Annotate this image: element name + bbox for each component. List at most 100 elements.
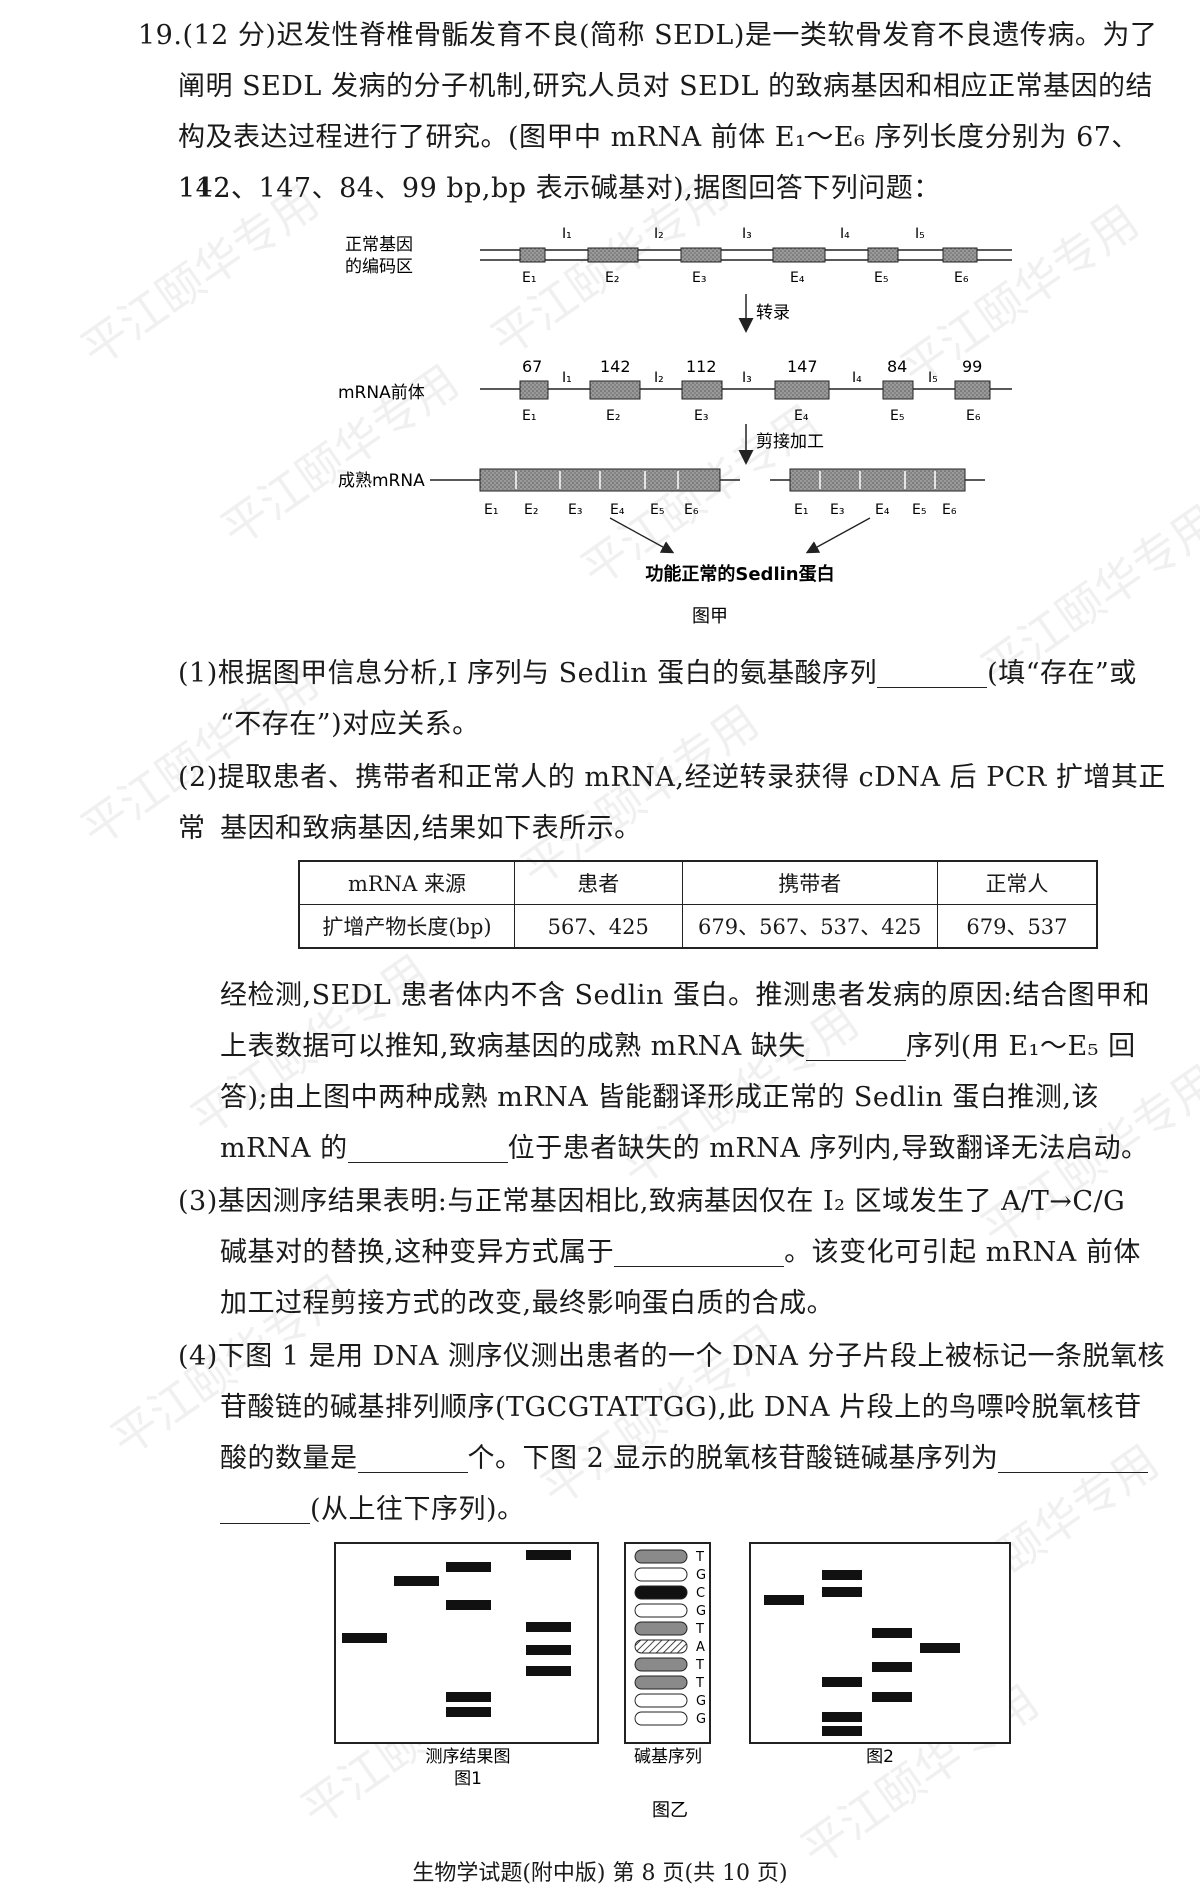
q3-line-2: 碱基对的替换,这种变异方式属于。该变化可引起 mRNA 前体 xyxy=(220,1227,1178,1278)
exon-box xyxy=(589,380,641,400)
q3-line-1: (3)基因测序结果表明:与正常基因相比,致病基因仅在 I₂ 区域发生了 A/T→… xyxy=(178,1186,1126,1217)
q4-line-2: 苷酸链的碱基排列顺序(TGCGTATTGG),此 DNA 片段上的鸟嘌呤脱氧核苷 xyxy=(220,1392,1142,1423)
protein-label: 功能正常的Sedlin蛋白 xyxy=(645,563,834,585)
q2-after-line-4: mRNA 的位于患者缺失的 mRNA 序列内,导致翻译无法启动。 xyxy=(220,1123,1178,1174)
exon-label: E₂ xyxy=(605,270,619,286)
fig1-label: 图1 xyxy=(454,1769,482,1789)
q1-line-1: (1)根据图甲信息分析,I 序列与 Sedlin 蛋白的氨基酸序列(填“存在”或 xyxy=(178,648,1178,699)
answer-blank[interactable] xyxy=(347,1130,508,1163)
pre-mrna-label: mRNA前体 xyxy=(338,383,425,403)
intron-label: I₁ xyxy=(562,226,572,242)
exon-label: E₄ xyxy=(875,502,890,518)
answer-blank[interactable] xyxy=(220,1491,310,1524)
exon-box xyxy=(519,247,546,263)
exon-length: 99 xyxy=(962,357,982,376)
answer-blank[interactable] xyxy=(877,655,988,688)
mature-mrna-right xyxy=(789,468,966,492)
exon-length: 112 xyxy=(686,357,717,376)
exon-label: E₂ xyxy=(606,408,620,424)
exon-label: E₄ xyxy=(794,408,809,424)
exon-box xyxy=(867,247,899,263)
base-letter: C xyxy=(696,1586,705,1601)
exon-label: E₄ xyxy=(610,502,625,518)
exon-label: E₁ xyxy=(522,270,536,286)
base-letter: T xyxy=(695,1550,704,1565)
exon-length: 84 xyxy=(887,357,907,376)
gel-band xyxy=(822,1726,862,1736)
table-header-cell: 携带者 xyxy=(681,860,938,905)
gel-band xyxy=(526,1550,571,1560)
gel-band xyxy=(526,1622,571,1632)
q2-line-1: (2)提取患者、携带者和正常人的 mRNA,经逆转录获得 cDNA 后 PCR … xyxy=(178,762,1166,844)
answer-blank[interactable] xyxy=(357,1440,468,1473)
gel-band xyxy=(764,1595,804,1605)
exon-box xyxy=(587,247,639,263)
exon-box xyxy=(774,380,830,400)
exon-label: E₆ xyxy=(966,408,981,424)
intron-label: I₄ xyxy=(840,226,850,242)
figure-jia: 正常基因 的编码区 I₁ I₂ I₃ I₄ I₅ E₁ E₂ E₃ E₄ E₅ … xyxy=(338,226,1012,627)
base-capsule xyxy=(634,1621,688,1636)
gel-band xyxy=(394,1576,439,1586)
question-line-2: 阐明 SEDL 发病的分子机制,研究人员对 SEDL 的致病基因和相应正常基因的… xyxy=(178,71,1153,102)
base-capsule xyxy=(634,1711,688,1726)
table-cell: 679、537 xyxy=(936,904,1098,949)
base-capsule xyxy=(634,1549,688,1564)
answer-blank[interactable] xyxy=(998,1440,1149,1473)
exon-box xyxy=(954,380,991,400)
q2-line-2: 基因和致病基因,结果如下表所示。 xyxy=(220,813,642,844)
gel-band xyxy=(446,1707,491,1717)
base-letter: G xyxy=(696,1568,706,1583)
base-letter: G xyxy=(696,1712,706,1727)
intron-label: I₃ xyxy=(742,370,752,386)
question-line-3: 构及表达过程进行了研究。(图甲中 mRNA 前体 E₁～E₆ 序列长度分别为 6… xyxy=(178,122,1139,204)
base-capsule xyxy=(634,1675,688,1690)
base-capsule xyxy=(634,1639,688,1654)
gel-band xyxy=(526,1645,571,1655)
intron-label: I₅ xyxy=(915,226,925,242)
exon-label: E₅ xyxy=(650,502,664,518)
q4-line-1: (4)下图 1 是用 DNA 测序仪测出患者的一个 DNA 分子片段上被标记一条… xyxy=(178,1341,1165,1372)
exon-box xyxy=(942,247,978,263)
translation-arrow xyxy=(805,517,871,554)
q2-after-line-2: 上表数据可以推知,致病基因的成熟 mRNA 缺失序列(用 E₁～E₅ 回 xyxy=(220,1021,1178,1072)
exon-box xyxy=(772,247,826,263)
q4-line-4: (从上往下序列)。 xyxy=(220,1484,1178,1535)
answer-blank[interactable] xyxy=(805,1028,906,1061)
base-letter: T xyxy=(695,1658,704,1673)
exon-label: E₆ xyxy=(942,502,957,518)
gel-band xyxy=(822,1712,862,1722)
base-letter: T xyxy=(695,1676,704,1691)
exon-box xyxy=(882,380,914,400)
exon-label: E₆ xyxy=(954,270,969,286)
gel-band xyxy=(446,1562,491,1572)
gel-band xyxy=(822,1587,862,1597)
exon-label: E₅ xyxy=(874,270,888,286)
exon-length: 67 xyxy=(522,357,542,376)
exon-box xyxy=(519,380,549,400)
exon-label: E₃ xyxy=(830,502,844,518)
page-footer: 生物学试题(附中版) 第 8 页(共 10 页) xyxy=(412,1861,788,1886)
answer-blank[interactable] xyxy=(614,1234,785,1267)
q1-line-2: “不存在”)对应关系。 xyxy=(220,709,480,740)
exon-length: 147 xyxy=(787,357,818,376)
q2-after-line-3: 答);由上图中两种成熟 mRNA 皆能翻译形成正常的 Sedlin 蛋白推测,该 xyxy=(220,1082,1100,1113)
exon-label: E₅ xyxy=(912,502,926,518)
intron-label: I₃ xyxy=(742,226,752,242)
table-row: 扩增产物长度(bp) 567、425 679、567、537、425 679、5… xyxy=(298,904,1098,949)
figure-2-panel xyxy=(749,1542,1011,1744)
exon-label: E₁ xyxy=(484,502,498,518)
gel-band xyxy=(872,1628,912,1638)
table-header-cell: 患者 xyxy=(513,860,683,905)
intron-label: I₅ xyxy=(928,370,938,386)
base-letter: A xyxy=(696,1640,705,1655)
exon-label: E₃ xyxy=(568,502,582,518)
exon-label: E₅ xyxy=(890,408,904,424)
exon-label: E₁ xyxy=(794,502,808,518)
mature-mrna-label: 成熟mRNA xyxy=(338,470,425,491)
base-capsule xyxy=(634,1585,688,1600)
coding-region-label: 的编码区 xyxy=(345,257,413,277)
base-capsule xyxy=(634,1603,688,1618)
gel-band xyxy=(342,1633,387,1643)
